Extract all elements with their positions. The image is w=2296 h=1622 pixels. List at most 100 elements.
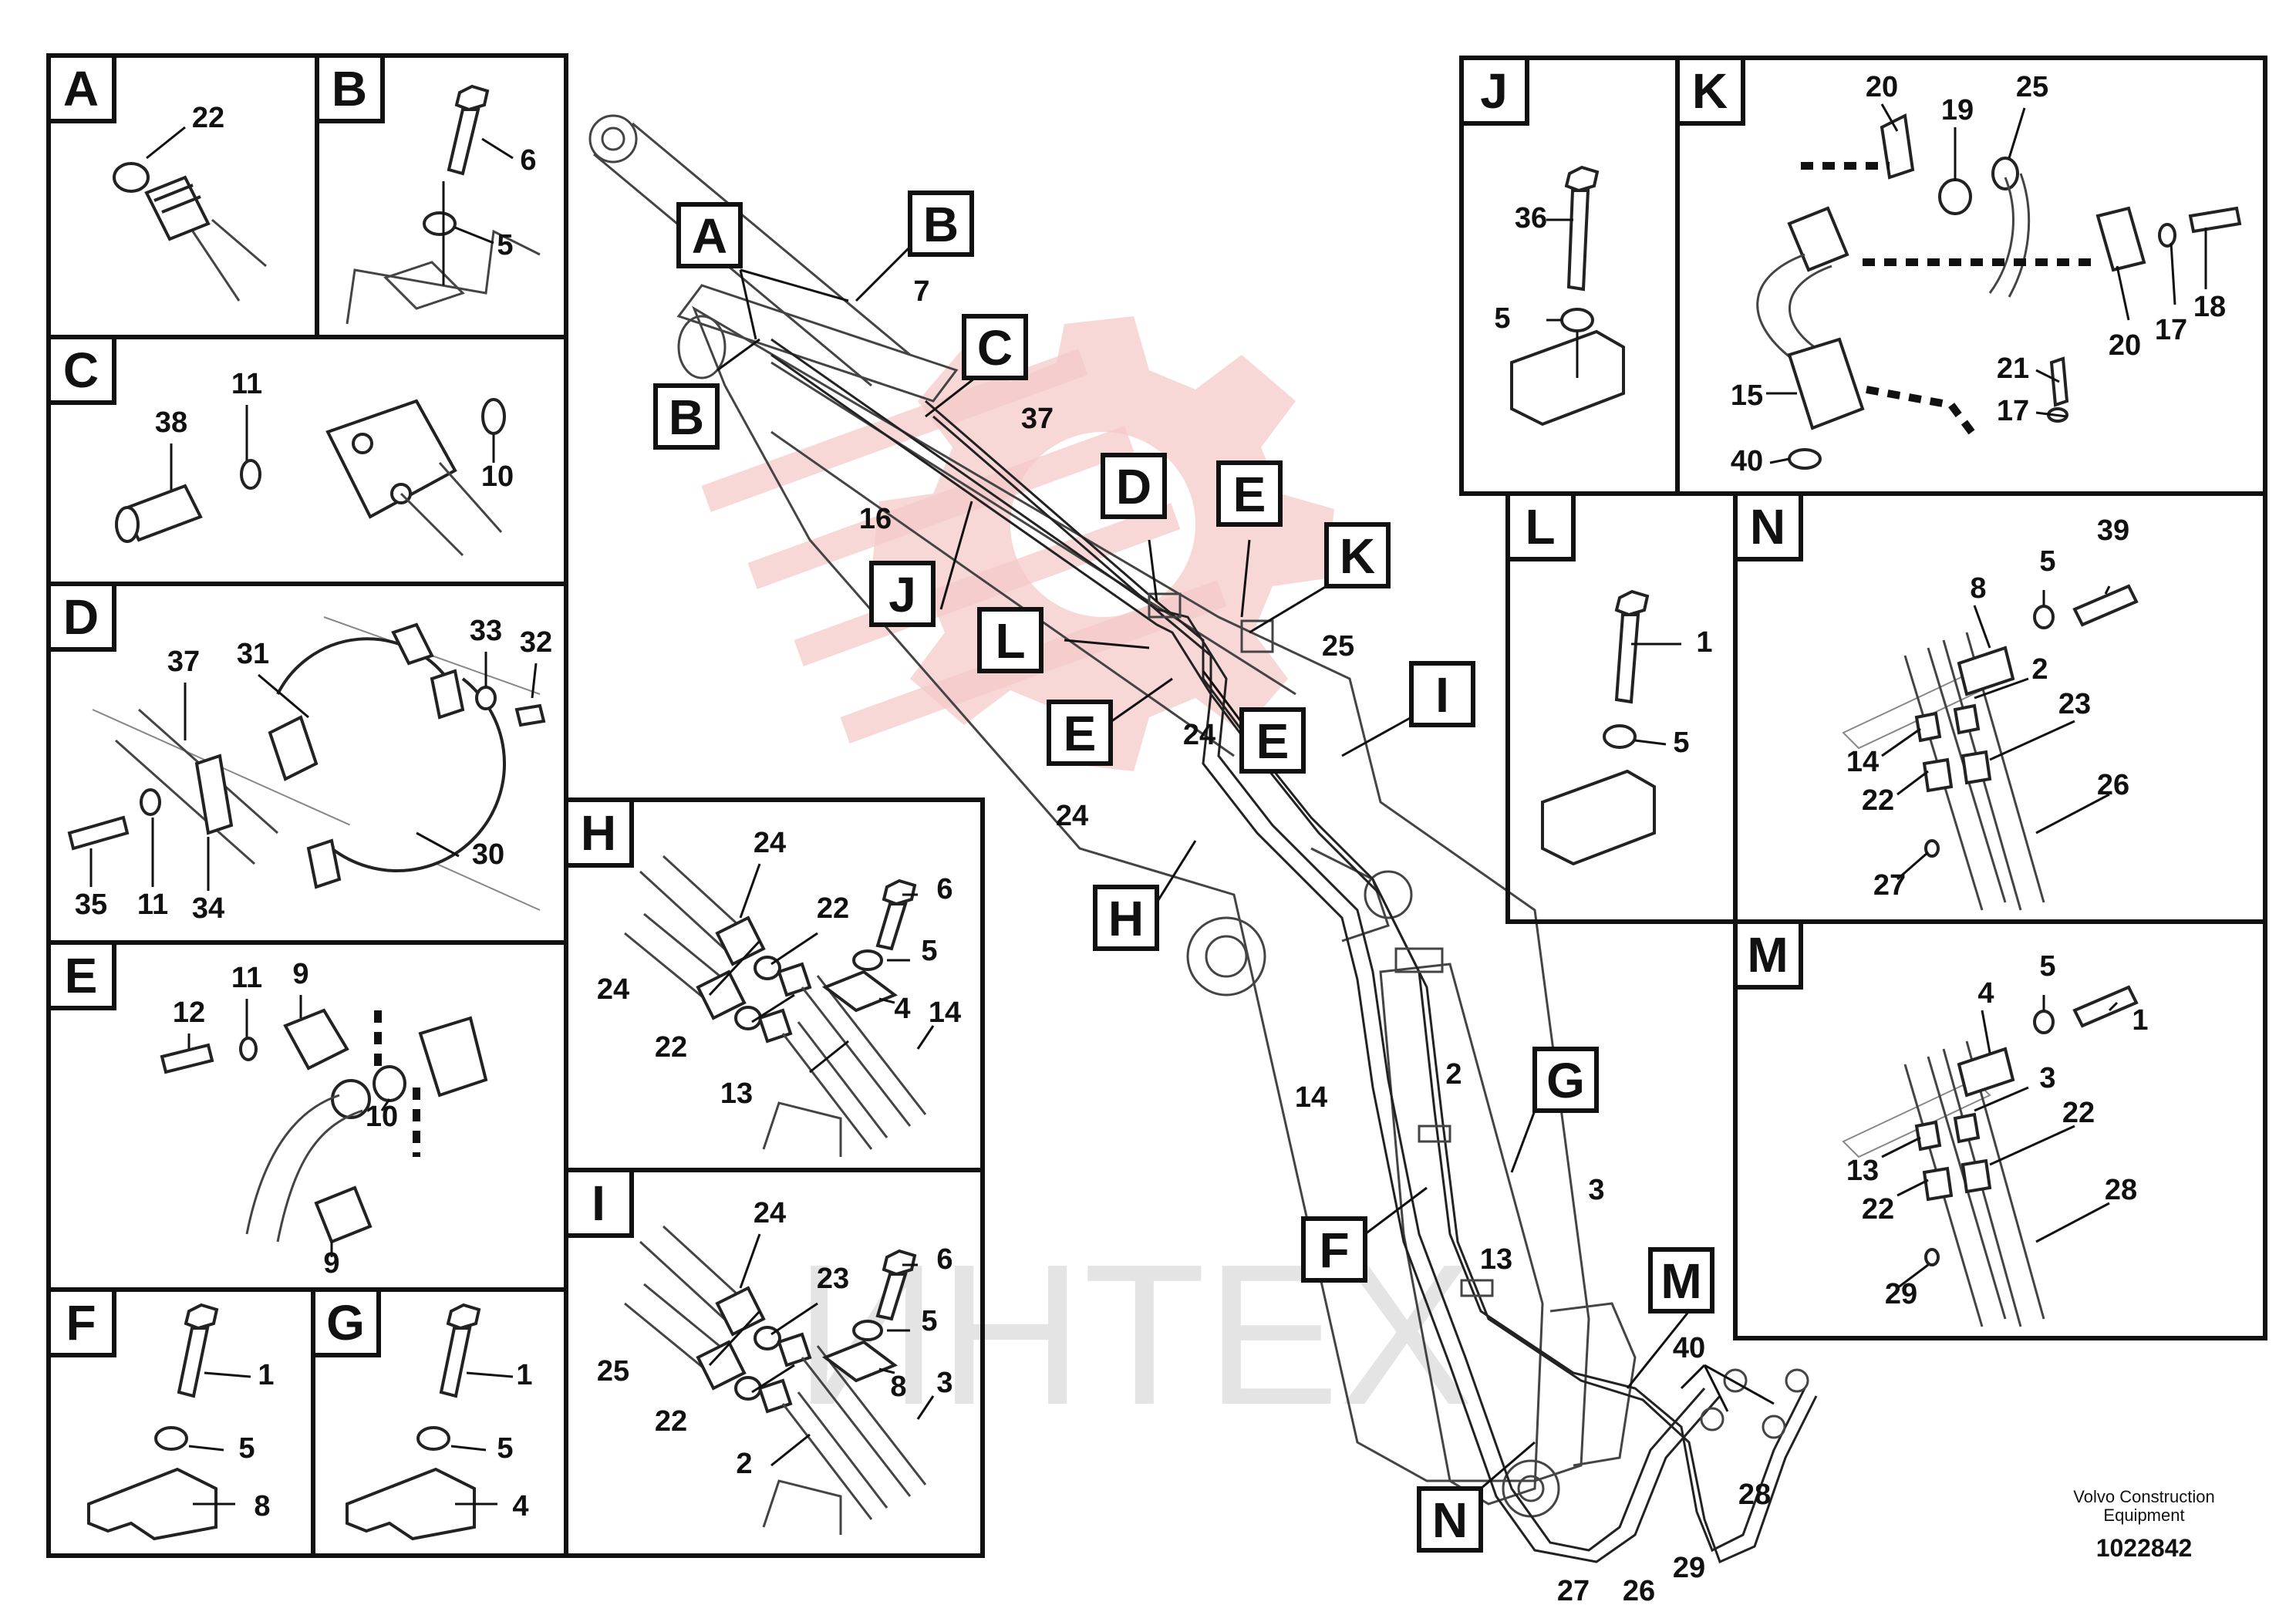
svg-text:7: 7 (913, 275, 929, 308)
main-callout-E-top: E (1216, 460, 1283, 527)
panel-N: N 8 5 39 2 23 14 22 26 27 (1733, 491, 2267, 924)
svg-text:25: 25 (597, 1355, 629, 1388)
svg-text:38: 38 (155, 406, 187, 439)
svg-text:39: 39 (2097, 514, 2129, 547)
svg-text:17: 17 (1997, 395, 2029, 427)
svg-text:14: 14 (929, 996, 961, 1029)
svg-text:33: 33 (470, 615, 502, 647)
svg-text:Volvo Construction: Volvo Construction (2073, 1487, 2214, 1506)
svg-text:13: 13 (1846, 1155, 1879, 1187)
svg-text:26: 26 (1623, 1575, 1655, 1607)
svg-text:18: 18 (2193, 291, 2226, 323)
svg-text:24: 24 (1056, 800, 1088, 832)
svg-text:F: F (1319, 1222, 1349, 1278)
main-callout-N: N (1417, 1486, 1483, 1553)
panel-B: B 6 5 (315, 53, 568, 339)
svg-text:8: 8 (890, 1371, 906, 1403)
svg-text:Equipment: Equipment (2103, 1506, 2184, 1525)
svg-text:25: 25 (2016, 71, 2048, 103)
svg-text:28: 28 (2105, 1174, 2137, 1206)
svg-text:24: 24 (597, 973, 629, 1006)
svg-text:8: 8 (254, 1490, 270, 1523)
svg-text:D: D (1116, 459, 1151, 514)
svg-text:11: 11 (137, 889, 168, 921)
svg-text:A: A (63, 61, 99, 116)
main-callout-D: D (1101, 453, 1167, 519)
svg-text:23: 23 (817, 1263, 849, 1295)
svg-text:36: 36 (1515, 202, 1547, 234)
svg-text:22: 22 (817, 892, 849, 925)
svg-text:25: 25 (1322, 630, 1354, 663)
svg-text:D: D (63, 589, 99, 645)
svg-text:E: E (65, 948, 98, 1003)
svg-text:27: 27 (1873, 869, 1906, 902)
svg-text:G: G (326, 1295, 365, 1351)
svg-text:2: 2 (1445, 1058, 1462, 1091)
svg-text:31: 31 (237, 638, 269, 670)
svg-text:J: J (888, 567, 916, 622)
panel-E: E 9 12 11 10 9 (46, 940, 568, 1292)
svg-text:C: C (977, 320, 1013, 376)
panel-D: D 37 31 33 32 35 11 34 30 (46, 582, 568, 945)
panel-I: I 24 25 23 22 6 5 8 3 2 (564, 1168, 985, 1558)
svg-text:37: 37 (1021, 403, 1054, 435)
svg-text:5: 5 (1673, 727, 1689, 759)
panel-A: A 22 (46, 53, 319, 339)
svg-text:3: 3 (2039, 1062, 2055, 1094)
svg-text:4: 4 (1977, 977, 1994, 1010)
svg-text:3: 3 (1588, 1174, 1604, 1206)
svg-text:1: 1 (516, 1359, 532, 1391)
drawing-number: 1022842 (2096, 1534, 2193, 1562)
svg-text:8: 8 (1970, 572, 1986, 605)
panel-H: H 24 24 22 22 6 5 4 14 13 (564, 798, 985, 1172)
svg-text:20: 20 (1866, 71, 1898, 103)
svg-text:28: 28 (1738, 1479, 1771, 1511)
svg-text:J: J (1480, 63, 1508, 119)
panel-M: M 4 5 1 3 22 13 22 28 29 (1733, 919, 2267, 1340)
svg-text:21: 21 (1997, 352, 2029, 385)
svg-text:1: 1 (258, 1359, 274, 1391)
svg-text:22: 22 (1862, 1193, 1894, 1226)
svg-text:B: B (332, 61, 367, 116)
svg-text:24: 24 (754, 1197, 786, 1229)
svg-text:13: 13 (720, 1077, 753, 1110)
main-callout-E-left: E (1047, 700, 1113, 766)
svg-text:23: 23 (2058, 688, 2091, 720)
svg-text:2: 2 (2031, 653, 2048, 686)
svg-text:9: 9 (323, 1247, 339, 1280)
svg-text:12: 12 (173, 996, 205, 1029)
svg-text:6: 6 (936, 873, 952, 905)
svg-text:29: 29 (1885, 1278, 1917, 1310)
svg-text:1: 1 (1696, 626, 1712, 659)
panel-G: G 1 5 4 (311, 1287, 568, 1558)
svg-text:30: 30 (472, 838, 504, 871)
svg-text:F: F (66, 1295, 96, 1351)
svg-text:24: 24 (754, 827, 786, 859)
main-callout-L: L (977, 607, 1043, 673)
main-callout-E-right: E (1239, 707, 1306, 774)
main-callout-C: C (962, 314, 1028, 380)
panel-F: F 1 5 8 (46, 1287, 315, 1558)
watermark-logo (701, 316, 1334, 771)
svg-text:16: 16 (859, 503, 892, 535)
svg-text:5: 5 (497, 1432, 513, 1465)
main-callout-H: H (1093, 885, 1159, 951)
svg-text:34: 34 (192, 892, 224, 925)
svg-text:K: K (1340, 528, 1375, 584)
svg-text:L: L (1525, 499, 1555, 555)
main-callout-I: I (1409, 661, 1475, 727)
svg-text:H: H (1108, 891, 1144, 946)
svg-text:14: 14 (1295, 1081, 1327, 1114)
svg-text:E: E (1064, 706, 1097, 761)
svg-text:E: E (1233, 467, 1266, 522)
svg-text:40: 40 (1731, 445, 1763, 477)
main-callout-G: G (1532, 1047, 1599, 1113)
svg-text:9: 9 (292, 958, 308, 990)
svg-text:10: 10 (481, 460, 514, 493)
svg-text:11: 11 (231, 368, 262, 400)
svg-text:N: N (1432, 1492, 1468, 1548)
svg-text:5: 5 (2039, 545, 2055, 578)
svg-text:22: 22 (655, 1405, 687, 1438)
svg-text:22: 22 (2062, 1097, 2095, 1129)
